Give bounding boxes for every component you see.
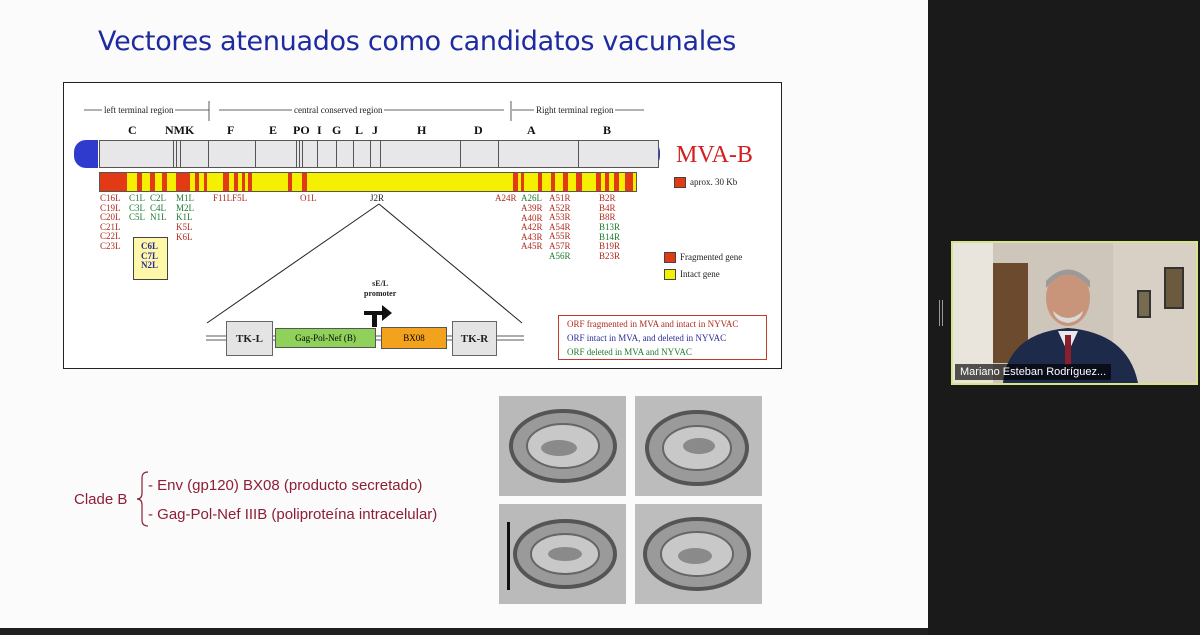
gene-list: B19R B23R (599, 241, 621, 261)
genome-letter: I (317, 123, 322, 137)
gene-list: C2L C4L N1L (150, 193, 167, 223)
mva-b-label: MVA-B (676, 142, 753, 168)
intact-legend-label: Intact gene (680, 269, 720, 279)
gag-pol-nef-box: Gag-Pol-Nef (B) (275, 328, 376, 348)
intact-legend-swatch (664, 269, 676, 280)
clade-label: Clade B (74, 491, 128, 508)
central-region-label: central conserved region (292, 105, 385, 115)
orf-legend-item: ORF deleted in MVA and NYVAC (567, 347, 692, 357)
gene-list: A26L (521, 193, 542, 203)
boxed-gene-list: C6L C7L N2L (141, 241, 159, 271)
bx08-box: BX08 (381, 327, 447, 349)
genome-letter: D (474, 123, 483, 137)
genome-letter: C (128, 123, 137, 137)
micrograph-image (499, 504, 626, 604)
size-legend-label: aprox. 30 Kb (690, 177, 738, 187)
genome-letter: NMK (165, 123, 195, 137)
genome-letter: L (355, 123, 364, 137)
gene-list: M1L M2L K1L (176, 193, 194, 223)
gene-list: B13R B14R (599, 222, 621, 242)
participant-video-frame (953, 243, 1196, 383)
slide-margin (843, 0, 928, 635)
fragmented-legend-swatch (664, 252, 676, 263)
panel-resize-handle[interactable] (938, 300, 944, 326)
micrograph-image (635, 396, 762, 496)
micrograph-image (499, 396, 626, 496)
gene-list: A39R A40R A42R A43R A45R (521, 203, 543, 252)
genome-letter: PO (293, 123, 310, 137)
genome-letter: H (417, 123, 427, 137)
bottom-bar (0, 628, 928, 635)
gene-status-strip (99, 172, 637, 192)
participant-video-tile[interactable]: Mariano Esteban Rodríguez... (951, 241, 1198, 385)
genome-letter: B (603, 123, 612, 137)
fragmented-legend-label: Fragmented gene (680, 252, 743, 262)
tk-right-box: TK-R (452, 321, 497, 356)
genome-letter: F (227, 123, 235, 137)
mva-b-genome-figure: left terminal region central conserved r… (63, 82, 782, 369)
orf-legend-item: ORF fragmented in MVA and intact in NYVA… (567, 319, 739, 329)
gene-list: C16L C19L C20L C21L C22L C23L (100, 193, 121, 251)
gene-list: B2R B4R B8R (599, 193, 616, 223)
promoter-label: sE/L promoter (364, 279, 397, 298)
genome-bar (99, 140, 659, 168)
gene-list: J2R (370, 193, 385, 203)
gene-list: K5L K6L (176, 222, 193, 242)
tk-left-box: TK-L (226, 321, 273, 356)
genome-letter: A (527, 123, 536, 137)
participant-name: Mariano Esteban Rodríguez... (955, 364, 1112, 380)
boxed-gene-group: C6L C7L N2L (133, 237, 168, 280)
gene-list: C1L C3L C5L (129, 193, 146, 223)
right-region-label: Right terminal region (534, 105, 616, 115)
gene-list: A24R (495, 193, 517, 203)
clade-item-env: - Env (gp120) BX08 (producto secretado) (148, 477, 423, 494)
slide-title: Vectores atenuados como candidatos vacun… (98, 26, 736, 57)
micrograph-image (635, 504, 762, 604)
electron-micrograph-grid (499, 396, 763, 604)
clade-item-gag: - Gag-Pol-Nef IIIB (poliproteína intrace… (148, 506, 438, 523)
presentation-slide: Vectores atenuados como candidatos vacun… (0, 0, 843, 628)
left-region-label: left terminal region (102, 105, 176, 115)
genome-letter: G (332, 123, 342, 137)
gene-list: A51R A52R A53R A54R A55R A57R (549, 193, 571, 251)
genome-letter: E (269, 123, 278, 137)
size-legend-swatch (674, 177, 686, 188)
clade-brace (136, 471, 149, 527)
orf-legend-item: ORF intact in MVA, and deleted in NYVAC (567, 333, 727, 343)
genome-letter: J (372, 123, 378, 137)
genome-end-cap-left (74, 140, 98, 168)
gene-list: F11LF5L (213, 193, 248, 203)
gene-list: O1L (300, 193, 317, 203)
gene-list: A56R (549, 251, 571, 261)
orf-legend-box: ORF fragmented in MVA and intact in NYVA… (558, 315, 767, 360)
